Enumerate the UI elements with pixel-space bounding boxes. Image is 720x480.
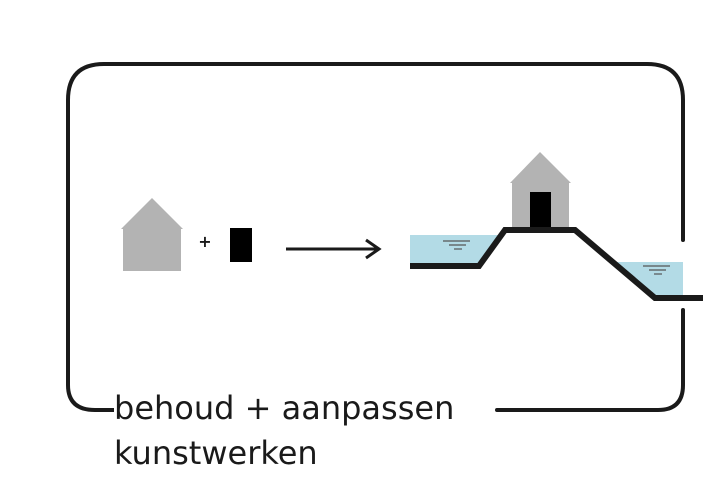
caption-line-2: kunstwerken: [114, 437, 318, 469]
house-icon: [121, 198, 183, 271]
door-icon: [230, 228, 252, 262]
dike-door-icon: [530, 192, 551, 227]
arrow-icon: [286, 240, 379, 258]
plus-sign: +: [198, 232, 211, 251]
caption-line-1: behoud + aanpassen: [114, 392, 460, 424]
